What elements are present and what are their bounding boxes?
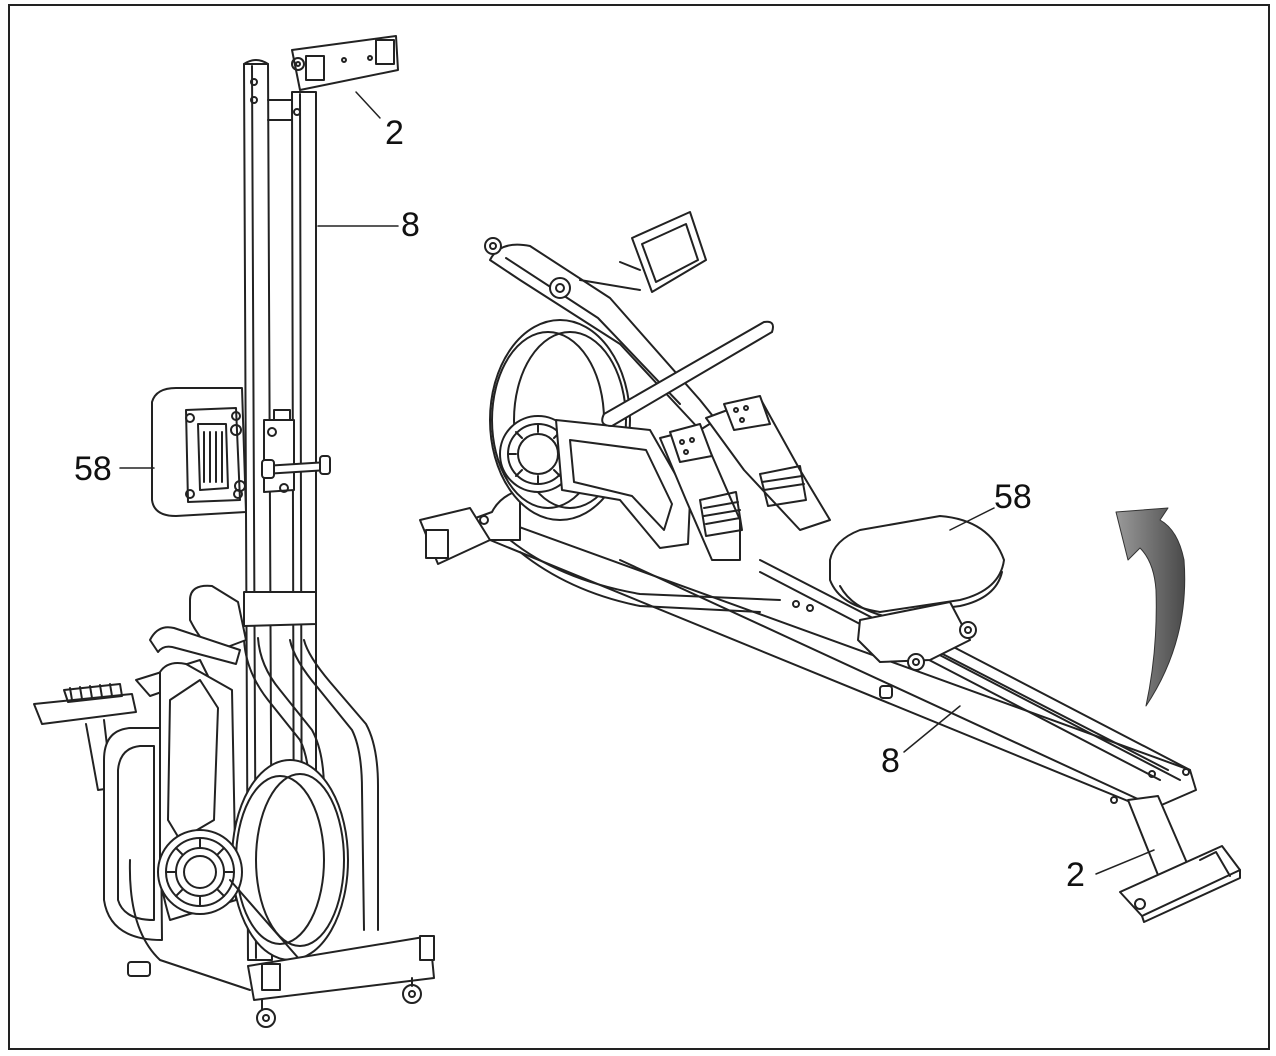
main-rail [489, 519, 1197, 811]
callout-part-2-assembled: 2 [1066, 856, 1085, 894]
seat-assembled [829, 515, 1005, 671]
assembled-rower [419, 211, 1241, 923]
callout-part-8-assembled: 8 [881, 742, 900, 780]
stored-main-frame [189, 584, 379, 941]
assembled-handle [601, 320, 774, 427]
leader-58-assembled [949, 507, 995, 531]
foot-pedals [659, 395, 831, 561]
carriage-knob [261, 409, 331, 493]
leader-lines [119, 91, 1155, 875]
leader-2-stored [355, 91, 381, 119]
leader-8-assembled [903, 705, 961, 753]
callout-part-58-assembled: 58 [994, 478, 1032, 516]
callout-part-2-stored: 2 [385, 114, 404, 152]
stored-rower [33, 35, 435, 1028]
leader-2-assembled [1095, 849, 1155, 875]
front-frame [419, 489, 781, 613]
seat-stored [151, 387, 247, 517]
callout-part-58-stored: 58 [74, 450, 112, 488]
stored-base-bracket [127, 935, 435, 1028]
stored-flywheel [157, 759, 349, 961]
rotation-arrow [1115, 507, 1186, 707]
callout-part-8-stored: 8 [401, 206, 420, 244]
rear-foot-bracket [1119, 795, 1241, 923]
assembled-monitor [579, 211, 707, 293]
top-foot-bracket [291, 35, 399, 91]
